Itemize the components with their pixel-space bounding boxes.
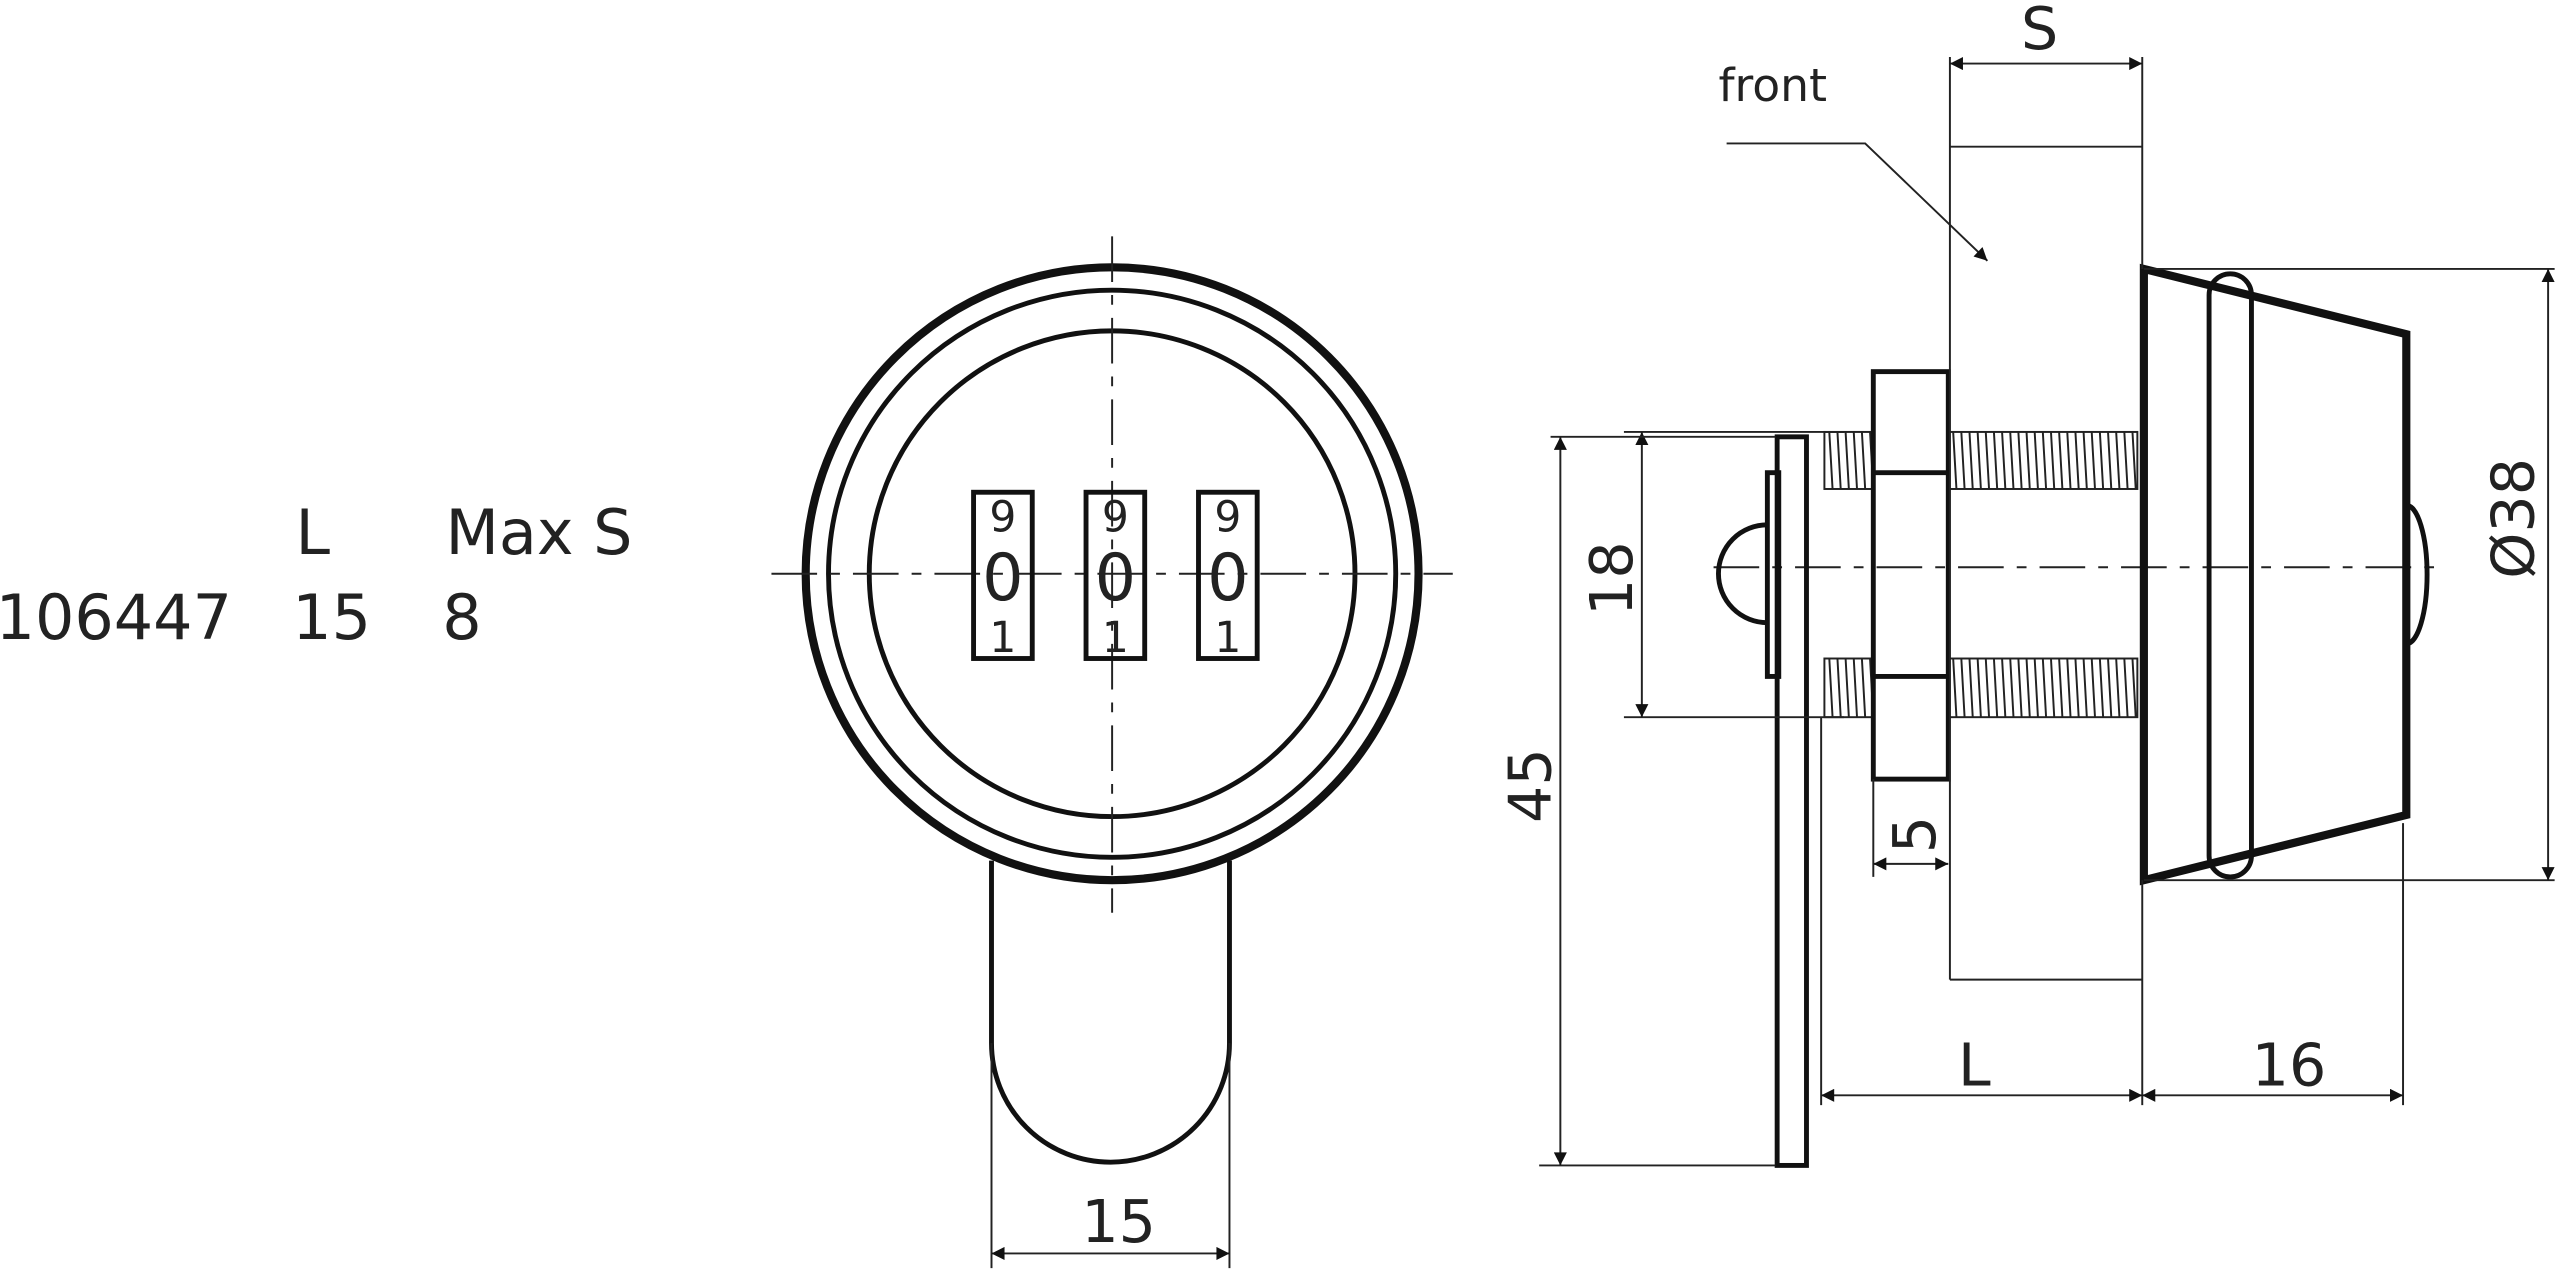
svg-text:1: 1: [1102, 613, 1129, 662]
svg-text:1: 1: [989, 613, 1016, 662]
cam-plate: [1774, 434, 1809, 1168]
dim-label-5: 5: [1881, 816, 1949, 853]
dim-label-18: 18: [1578, 541, 1646, 616]
middle-ring: [826, 287, 1399, 860]
nut: [1870, 369, 1951, 782]
svg-text:0: 0: [1207, 540, 1248, 616]
dim-label-diameter: Ø38: [2479, 458, 2547, 579]
svg-text:0: 0: [982, 540, 1023, 616]
article-code: 106447: [0, 582, 232, 654]
value-max-s: 8: [442, 582, 481, 654]
dim-label-s: S: [2021, 0, 2058, 63]
side-view: S front Ø38 18 45 5 L 16: [1497, 0, 2555, 1168]
header-max-s: Max S: [445, 497, 632, 569]
svg-text:9: 9: [1214, 492, 1241, 541]
front-view: 9 0 1 9 0 1 9 0 1 15: [771, 236, 1453, 1269]
header-l: L: [296, 497, 331, 569]
svg-text:9: 9: [989, 492, 1016, 541]
front-leader: [1726, 142, 1989, 262]
svg-text:9: 9: [1102, 492, 1129, 541]
dim-label-15: 15: [1081, 1188, 1156, 1256]
body-ring: [2206, 271, 2254, 880]
spec-table: L Max S 106447 15 8: [0, 497, 632, 654]
digit-wheel-2[interactable]: 9 0 1: [1083, 489, 1148, 662]
digit-wheel-1[interactable]: 9 0 1: [971, 489, 1035, 662]
rear-dome: [2405, 502, 2430, 647]
front-label: front: [1718, 59, 1827, 112]
svg-text:1: 1: [1214, 613, 1241, 662]
dim-label-l: L: [1958, 1032, 1991, 1100]
dim-label-16: 16: [2252, 1032, 2327, 1100]
dim-label-45: 45: [1497, 748, 1565, 823]
lock-body: [2139, 263, 2411, 886]
svg-text:0: 0: [1095, 540, 1136, 616]
cam-dome: [1716, 522, 1768, 626]
handle-outline: [989, 860, 1232, 1165]
digit-wheel-3[interactable]: 9 0 1: [1196, 489, 1260, 662]
value-l: 15: [292, 582, 371, 654]
